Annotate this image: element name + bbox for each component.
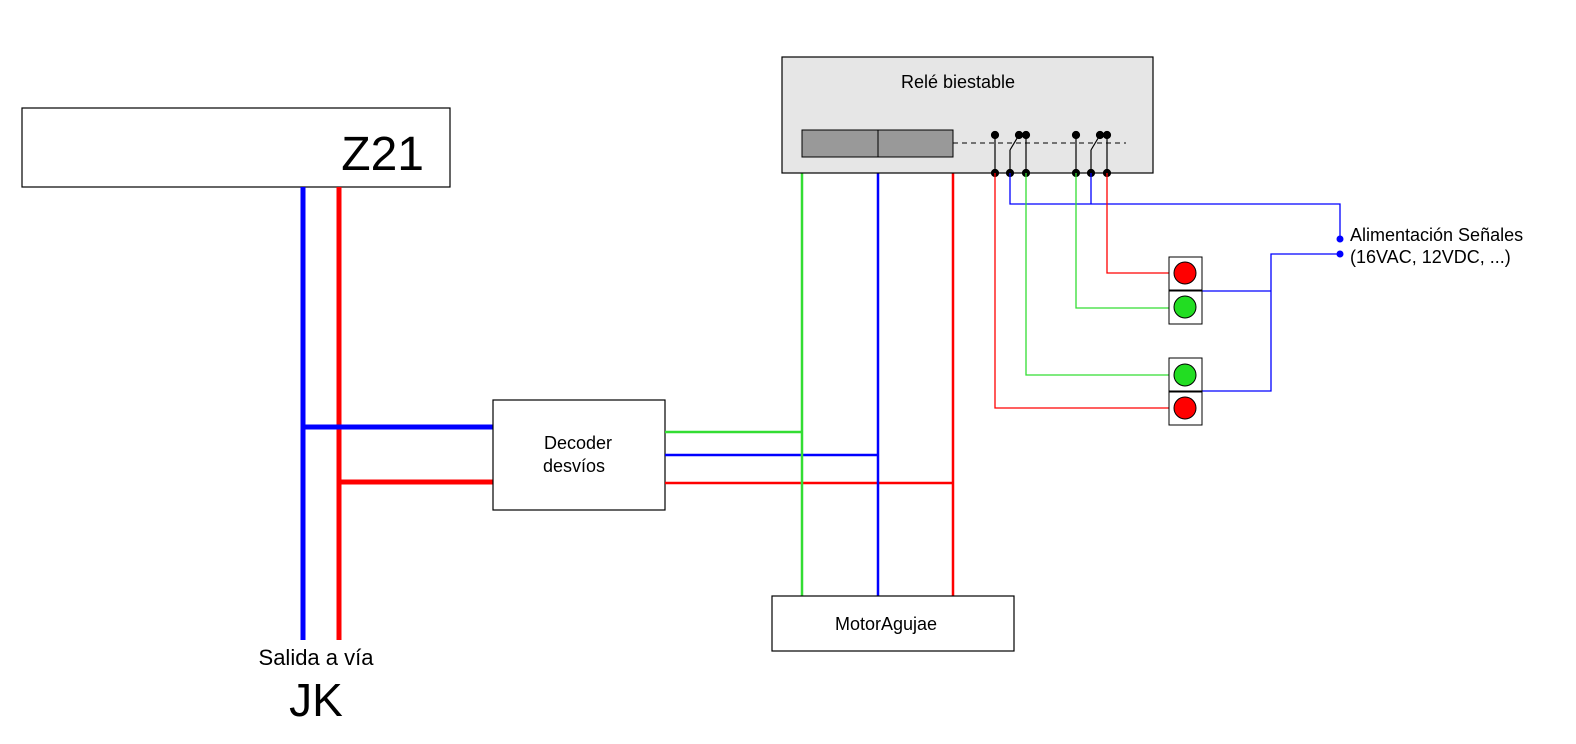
signal-a-green-lamp — [1173, 295, 1197, 319]
power-terminals — [1336, 235, 1344, 258]
power-label-line1: Alimentación Señales — [1350, 225, 1523, 245]
relay-unit: Relé biestable — [781, 56, 1154, 178]
motor-unit: MotorAgujae — [771, 595, 1015, 652]
power-common-wire — [1009, 173, 1341, 239]
signal-a-red-lamp — [1173, 261, 1197, 285]
control-wires — [665, 157, 955, 596]
relay-coil-b — [877, 129, 954, 158]
power-label-line2: (16VAC, 12VDC, ...) — [1350, 247, 1511, 267]
signal-b-green-wire — [1025, 173, 1170, 376]
z21-unit: Z21 — [21, 107, 451, 188]
motor-box — [771, 595, 1015, 652]
signal-a-green-wire — [1075, 173, 1170, 309]
decoder-unit: Decoder desvíos — [492, 399, 666, 511]
relay-coil-a — [801, 129, 879, 158]
decoder-label-line2: desvíos — [543, 456, 605, 476]
motor-label: MotorAgujae — [835, 614, 937, 634]
decoder-label-line1: Decoder — [544, 433, 612, 453]
signal-a-red-wire — [1106, 173, 1170, 274]
relay-contact-set-1 — [990, 130, 1031, 178]
decoder-box — [492, 399, 666, 511]
signal-b-red-lamp — [1173, 396, 1197, 420]
z21-box — [21, 107, 451, 188]
track-bus — [300, 187, 493, 640]
signal-b — [1168, 357, 1203, 426]
signal-b-red-wire — [994, 173, 1170, 409]
signal-b-green-lamp — [1173, 363, 1197, 387]
signal-wires — [994, 173, 1341, 409]
signal-a — [1168, 256, 1203, 325]
track-output-label: Salida a vía — [259, 645, 375, 670]
power-return-wire — [1202, 253, 1340, 392]
z21-label: Z21 — [341, 128, 424, 181]
track-output-sub-label: JK — [289, 674, 343, 726]
power-terminal-2 — [1336, 250, 1344, 258]
relay-label: Relé biestable — [901, 72, 1015, 92]
power-terminal-1 — [1336, 235, 1344, 243]
